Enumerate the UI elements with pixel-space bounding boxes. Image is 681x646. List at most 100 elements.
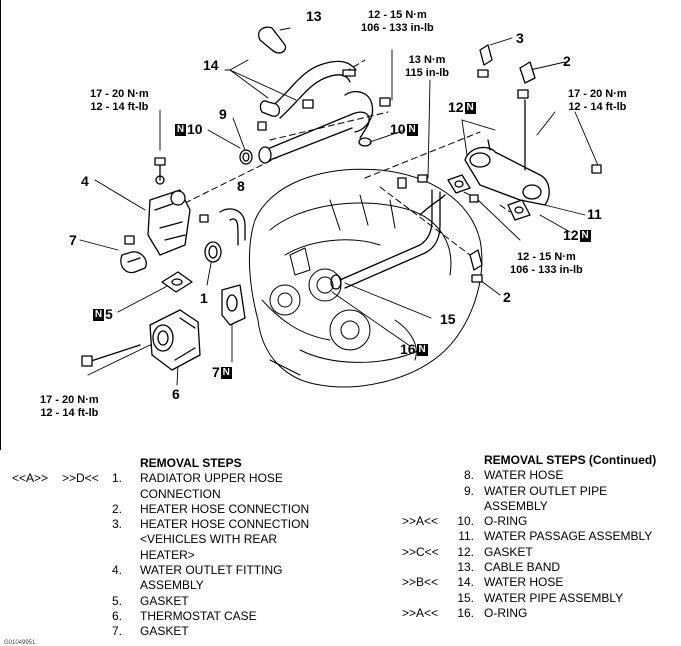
- callout-1: 1: [200, 290, 208, 306]
- removal-step-row: <VEHICLES WITH REAR: [12, 532, 352, 547]
- callout-2-lower: 2: [503, 289, 511, 305]
- procedure-code: >>A<<: [402, 514, 439, 529]
- removal-step-row: 9.WATER OUTLET PIPE: [402, 484, 677, 499]
- water-hose-14: [269, 60, 357, 119]
- removal-step-row: 11. WATER PASSAGE ASSEMBLY: [402, 529, 677, 544]
- removal-steps-heading: REMOVAL STEPS: [140, 456, 242, 470]
- step-text: THERMOSTAT CASE: [140, 608, 257, 623]
- heater-hose-2b: [469, 249, 483, 271]
- removal-step-row: 3. HEATER HOSE CONNECTION: [12, 517, 352, 532]
- step-text: ASSEMBLY: [484, 498, 548, 513]
- callout-2-upper: 2: [563, 53, 571, 69]
- step-text: O-RING: [484, 605, 528, 620]
- procedure-code: >>D<<: [62, 471, 99, 486]
- step-text: WATER HOSE: [484, 575, 564, 590]
- step-text: WATER OUTLET FITTING: [140, 563, 283, 578]
- step-number: 1.: [111, 471, 122, 486]
- procedure-code: <<A>>: [12, 471, 49, 486]
- radiator-hose-1: [204, 241, 222, 263]
- gasket-7-plate: [221, 284, 246, 326]
- step-text: GASKET: [140, 624, 189, 639]
- engine-block: [248, 168, 483, 388]
- new-part-marker: N: [579, 230, 591, 243]
- step-number: 4.: [111, 563, 122, 578]
- step-number: 2.: [111, 501, 122, 516]
- callout-14: 14: [203, 57, 219, 73]
- exploded-diagram: [79, 26, 602, 388]
- heater-hose-2a: [519, 61, 536, 84]
- removal-step-row: >>C<<12.GASKET: [402, 545, 677, 560]
- step-number: 11.: [458, 529, 474, 544]
- removal-step-row: 7.GASKET: [12, 624, 352, 639]
- step-number: 13.: [457, 560, 474, 575]
- step-text: ASSEMBLY: [140, 578, 204, 593]
- new-part-marker: N: [220, 367, 232, 380]
- step-number: 14.: [457, 575, 474, 590]
- gasket-7: [120, 251, 147, 274]
- step-text: WATER OUTLET PIPE: [484, 483, 608, 498]
- procedure-code: >>C<<: [402, 544, 439, 559]
- step-text: HEATER>: [140, 547, 195, 562]
- step-text: RADIATOR UPPER HOSE: [140, 471, 283, 486]
- removal-step-row: 13.CABLE BAND: [402, 560, 677, 575]
- gasket-12b: [507, 199, 531, 221]
- step-text: HEATER HOSE CONNECTION: [140, 501, 310, 516]
- callout-11: 11: [587, 206, 602, 222]
- step-number: 3.: [111, 517, 122, 532]
- removal-step-row: 6.THERMOSTAT CASE: [12, 609, 352, 624]
- removal-step-row: ASSEMBLY: [12, 578, 352, 593]
- water-outlet-fitting-4: [147, 189, 191, 256]
- step-text: <VEHICLES WITH REAR: [140, 532, 278, 547]
- callout-8: 8: [237, 178, 245, 194]
- step-number: 10.: [457, 514, 474, 529]
- callout-7: 7: [69, 232, 77, 248]
- o-ring-16: [330, 274, 342, 290]
- removal-steps-left: REMOVAL STEPS <<A>> >>D<< 1. RADIATOR UPPER…: [12, 456, 352, 640]
- step-number: 15.: [457, 590, 474, 605]
- callout-9: 9: [219, 106, 227, 122]
- removal-step-row: 5.GASKET: [12, 594, 352, 609]
- removal-step-row: CONNECTION: [12, 487, 352, 502]
- water-pipe-15: [339, 189, 441, 289]
- thermostat-case-6: [149, 309, 201, 371]
- removal-step-row: ASSEMBLY: [402, 499, 677, 514]
- step-number: 5.: [111, 593, 122, 608]
- water-passage-11: [464, 146, 550, 206]
- callout-13: 13: [306, 8, 322, 24]
- callout-4: 4: [81, 173, 89, 189]
- water-outlet-pipe-9: [264, 111, 370, 161]
- removal-step-row: >>A<< 16. O-RING: [402, 606, 677, 621]
- new-part-marker: N: [416, 344, 428, 357]
- new-part-marker: N: [406, 124, 418, 137]
- procedure-code: >>A<<: [402, 605, 439, 620]
- step-number: 8.: [463, 468, 474, 483]
- procedure-code: >>B<<: [402, 575, 439, 590]
- step-number: 12.: [457, 544, 474, 559]
- removal-step-row: >>A<<10.O-RING: [402, 514, 677, 529]
- gasket-5: [161, 271, 193, 293]
- removal-step-row: 15. WATER PIPE ASSEMBLY: [402, 591, 677, 606]
- step-number: 16.: [457, 605, 474, 620]
- step-text: WATER PASSAGE ASSEMBLY: [484, 529, 653, 544]
- removal-steps-continued-heading: REMOVAL STEPS (Continued): [484, 453, 657, 467]
- step-text: WATER PIPE ASSEMBLY: [484, 590, 624, 605]
- step-text: HEATER HOSE CONNECTION: [140, 517, 310, 532]
- callout-3: 3: [516, 30, 524, 46]
- step-text: WATER HOSE: [484, 468, 564, 483]
- new-part-marker: N: [93, 309, 104, 322]
- heater-hose-3: [479, 44, 493, 66]
- callout-15: 15: [440, 311, 456, 327]
